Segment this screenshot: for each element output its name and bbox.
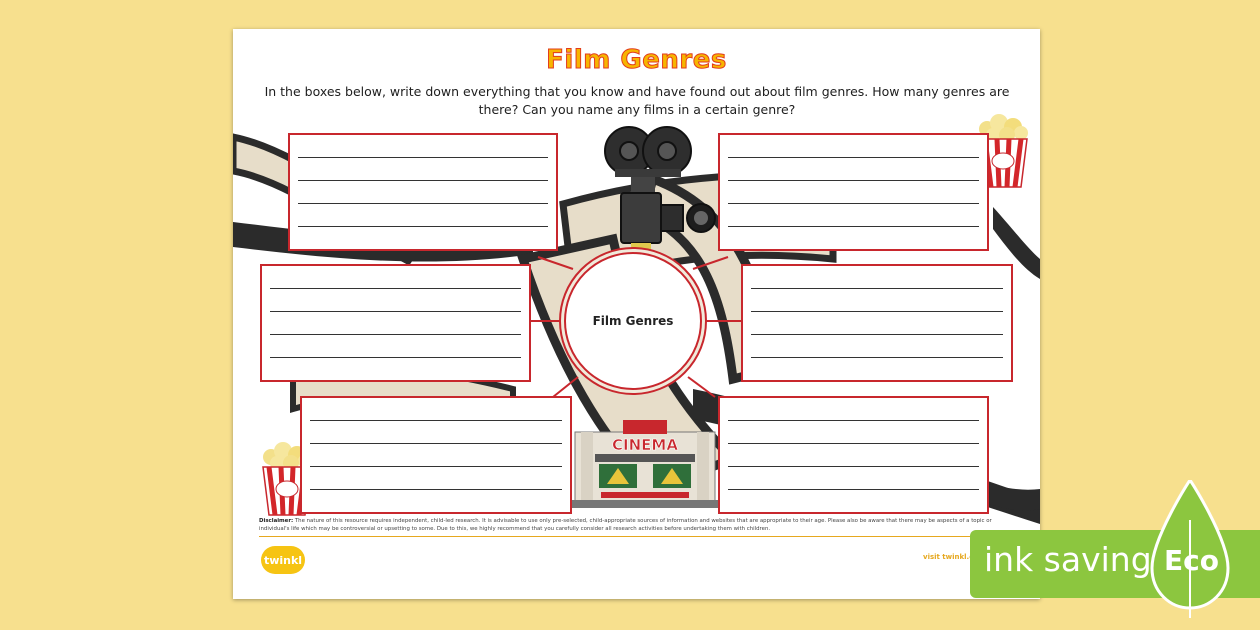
writing-box-top-right[interactable] [718,133,989,251]
writing-line [310,443,562,444]
visit-link[interactable]: visit twinkl.co [923,553,979,561]
writing-line [298,203,548,204]
writing-box-middle-left[interactable] [260,264,531,382]
writing-line [751,334,1003,335]
disclaimer-text: The nature of this resource requires ind… [259,518,992,532]
writing-line [728,466,979,467]
writing-box-middle-right[interactable] [741,264,1013,382]
writing-box-top-left[interactable] [288,133,558,251]
writing-line [751,311,1003,312]
cinema-building-illustration: CINEMA [571,420,719,508]
writing-box-bottom-left[interactable] [300,396,572,514]
writing-line [728,203,979,204]
writing-line [310,466,562,467]
writing-line [270,357,521,358]
twinkl-logo-text: twinkl [263,553,303,567]
cinema-sign-text: CINEMA [612,436,678,454]
disclaimer-label: Disclaimer: [259,518,294,524]
twinkl-logo: twinkl [261,546,305,574]
writing-line [728,489,979,490]
worksheet-title: Film Genres [546,45,727,76]
writing-line [298,157,548,158]
writing-line [751,288,1003,289]
center-topic-label: Film Genres [592,314,674,328]
popcorn-icon [262,442,312,516]
writing-line [728,180,979,181]
writing-line [728,157,979,158]
writing-box-bottom-right[interactable] [718,396,989,514]
eco-leaf-icon [1150,480,1230,618]
writing-line [298,226,548,227]
writing-line [728,420,979,421]
instructions-text: In the boxes below, write down everythin… [264,84,1010,117]
writing-line [728,226,979,227]
film-camera-illustration [604,126,716,250]
eco-label: Eco [1164,544,1219,577]
disclaimer: Disclaimer: The nature of this resource … [259,518,1017,533]
writing-line [298,180,548,181]
writing-line [270,288,521,289]
footer-divider [259,536,1017,537]
ink-saving-label: ink saving [984,540,1152,579]
writing-line [270,311,521,312]
writing-line [310,489,562,490]
writing-line [751,357,1003,358]
writing-line [270,334,521,335]
writing-line [310,420,562,421]
writing-line [728,443,979,444]
worksheet-page: Film Genres In the boxes below, write do… [233,29,1040,599]
center-topic-circle: Film Genres [564,252,702,390]
